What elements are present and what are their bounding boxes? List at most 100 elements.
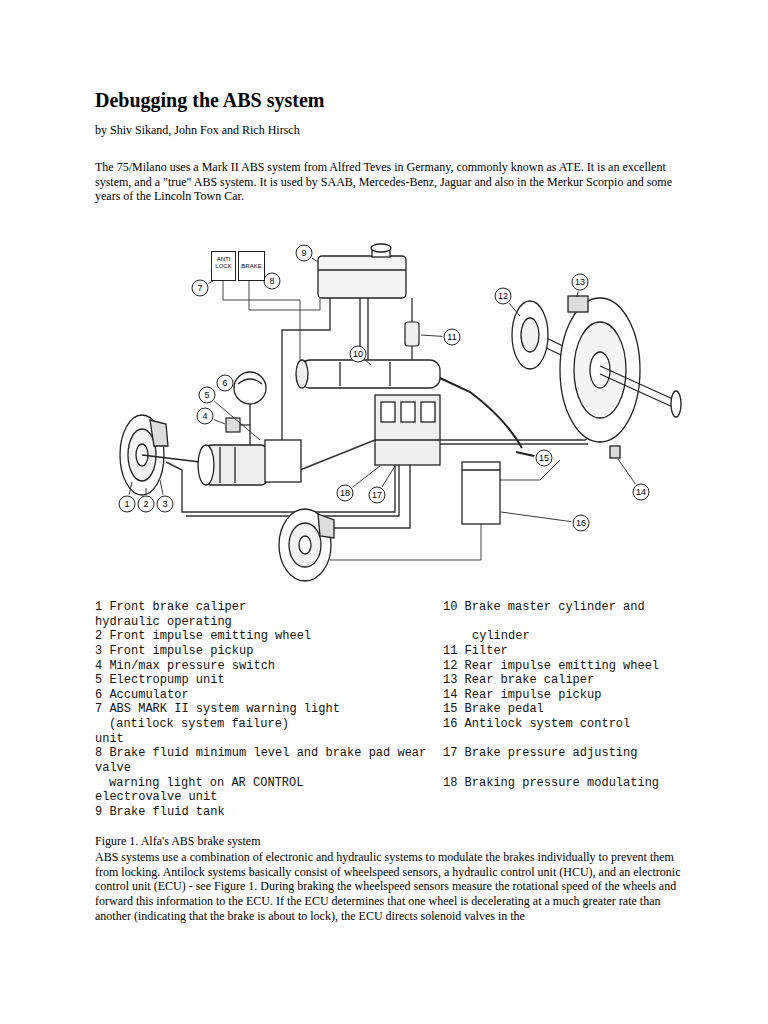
valve-block	[375, 395, 440, 465]
callout-number: 17	[369, 487, 385, 503]
callout-number: 8	[264, 273, 280, 289]
brake-pipe	[166, 298, 596, 528]
legend-table-cell: 7 ABS MARK II system warning light	[95, 702, 340, 716]
electropump-unit	[234, 447, 235, 483]
callout-circle	[572, 274, 588, 290]
brake-pipe	[330, 465, 410, 528]
brake-fluid-tank	[318, 256, 406, 298]
body-paragraph: ABS systems use a combination of electro…	[95, 850, 687, 924]
legend-table-cell: 18 Braking pressure modulating	[443, 776, 659, 790]
wire	[249, 281, 320, 310]
callout-number: 14	[633, 484, 649, 500]
wire	[330, 524, 481, 560]
leader-line	[421, 335, 443, 336]
accumulator	[234, 372, 266, 404]
leader-line	[501, 512, 572, 522]
valve-block	[375, 395, 440, 465]
brake-pipe	[300, 440, 375, 470]
wire	[223, 281, 560, 560]
legend-table-cell: 1 Front brake caliper	[95, 600, 246, 614]
legend-table-cell: hydraulic operating	[95, 615, 232, 629]
wire	[223, 281, 300, 360]
leader-line	[365, 360, 371, 365]
front-wheel-right	[279, 509, 334, 581]
rear-axle	[600, 366, 675, 408]
warning-light-box: ANTI LOCK	[211, 251, 236, 281]
warning-light-text: BRAKE	[241, 263, 261, 270]
rear-axle	[671, 391, 681, 417]
rear-axle	[512, 296, 681, 458]
brake-pedal	[440, 378, 522, 448]
accumulator	[234, 372, 266, 404]
legend-table-cell: 15 Brake pedal	[443, 702, 544, 716]
rear-axle	[560, 298, 640, 442]
legend-table-cell: 13 Rear brake caliper	[443, 673, 594, 687]
callout-circle	[444, 329, 460, 345]
warning-light-box: BRAKE	[238, 251, 265, 281]
leader-line	[208, 281, 213, 283]
callout-circle	[369, 487, 385, 503]
pressure-switch	[226, 418, 250, 432]
front-wheel-right	[318, 514, 334, 538]
front-wheel-left	[142, 455, 200, 462]
brake-fluid-tank	[371, 244, 391, 252]
leader-line	[618, 459, 636, 484]
rear-axle	[568, 296, 588, 312]
rear-axle	[574, 322, 626, 418]
callout-number: 5	[199, 387, 215, 403]
electropump-unit	[198, 440, 301, 485]
valve-block	[375, 439, 440, 440]
electropump-unit	[265, 440, 301, 482]
rear-axle	[610, 446, 620, 458]
callout-number: 2	[138, 496, 154, 512]
leader-line	[129, 482, 132, 495]
legend-table-cell: 8 Brake fluid minimum level and brake pa…	[95, 746, 426, 760]
byline: by Shiv Sikand, John Fox and Rich Hirsch	[95, 123, 300, 138]
callout-circle	[264, 273, 280, 289]
legend-table-cell: electrovalve unit	[95, 790, 217, 804]
leader-line	[160, 480, 163, 495]
leader-line	[312, 258, 318, 262]
legend-table-cell: 14 Rear impulse pickup	[443, 688, 601, 702]
callout-number: 7	[192, 280, 208, 296]
rear-axle	[590, 352, 610, 388]
legend-table-cell: 16 Antilock system control	[443, 717, 630, 731]
leader-line	[129, 258, 635, 522]
callout-number: 1	[119, 496, 135, 512]
legend-table-cell: unit	[95, 732, 124, 746]
legend-table-cell: warning light on AR CONTROL	[109, 776, 303, 790]
leader-line	[214, 401, 260, 440]
leader-line	[214, 420, 225, 424]
leader-line	[382, 466, 395, 487]
page-title: Debugging the ABS system	[95, 88, 324, 112]
callout-number: 15	[536, 450, 552, 466]
legend-table-cell: 6 Accumulator	[95, 688, 189, 702]
callout-number: 3	[157, 496, 173, 512]
legend-table-cell: (antilock system failure)	[109, 717, 289, 731]
brake-pipe	[440, 432, 596, 440]
legend-table-cell: valve	[95, 761, 131, 775]
callout-circle	[573, 515, 589, 531]
front-wheel-right	[299, 536, 311, 554]
filter	[411, 346, 412, 360]
callout-circle	[138, 496, 154, 512]
legend-table-cell: 11 Filter	[443, 644, 508, 658]
legend-table-cell: cylinder	[472, 629, 530, 643]
legend-table-cell: 4 Min/max pressure switch	[95, 659, 275, 673]
callout-circle	[119, 245, 649, 531]
pressure-switch	[226, 418, 240, 432]
callout-circle	[197, 408, 213, 424]
leader-line	[532, 455, 535, 457]
callout-circle	[217, 375, 233, 391]
filter	[405, 322, 419, 346]
master-cylinder	[367, 298, 368, 360]
master-cylinder	[300, 360, 440, 388]
callout-number: 11	[444, 329, 460, 345]
valve-block	[401, 402, 415, 422]
legend-table-cell: 9 Brake fluid tank	[95, 805, 225, 819]
brake-pipe	[440, 443, 588, 444]
legend-table-cell: 10 Brake master cylinder and	[443, 600, 645, 614]
callout-circle	[350, 346, 366, 362]
filter	[411, 298, 412, 322]
